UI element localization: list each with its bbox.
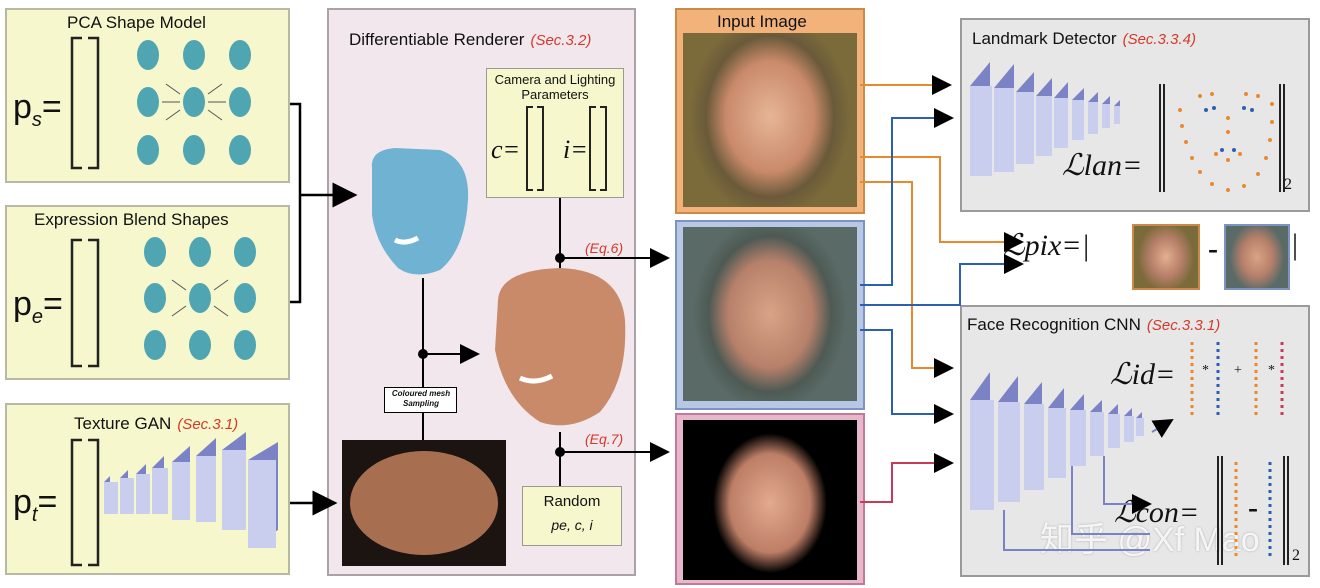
face-rec-output-arrows (1003, 418, 1174, 551)
id-dot-2: * (1268, 363, 1275, 378)
id-dot-1: * (1202, 363, 1209, 378)
expression-title: Expression Blend Shapes (34, 210, 229, 229)
input-image-title: Input Image (717, 12, 807, 31)
input-face-image (683, 33, 857, 207)
expression-symbol: pe= (13, 285, 63, 328)
eq7-label: (Eq.7) (585, 431, 624, 447)
pixel-loss-minus: - (1208, 232, 1218, 265)
pixel-loss-end: | (1292, 228, 1299, 261)
uv-texture-map (342, 440, 506, 566)
textured-head (495, 268, 626, 426)
landmark-loss: ℒlan= (1062, 149, 1143, 182)
pca-spokes (162, 83, 226, 121)
pixel-loss-input-thumb (1132, 224, 1200, 290)
expression-vector (70, 238, 100, 368)
expression-spokes (171, 279, 229, 317)
eq6-label: (Eq.6) (585, 240, 624, 256)
coloured-mesh-sampling-box: Coloured mesh Sampling (384, 387, 457, 413)
face-recognition-panel: Face Recognition CNN(Sec.3.3.1) ℒid= ℒco… (960, 305, 1310, 577)
content-norm (1217, 456, 1289, 565)
rendered-overlay-image (683, 227, 857, 401)
camera-i-label: i= (563, 135, 588, 164)
landmark-norm-bars (1159, 84, 1285, 192)
face-recognition-title: Face Recognition CNN(Sec.3.3.1) (967, 315, 1221, 334)
con-norm-sub: 2 (1292, 547, 1300, 564)
sampling-label: Coloured mesh Sampling (391, 389, 451, 408)
pca-vector (70, 36, 100, 170)
pca-symbol: ps= (13, 88, 62, 131)
texture-gan-symbol: pt= (13, 483, 58, 526)
camera-c-label: c= (491, 135, 521, 164)
pca-title: PCA Shape Model (67, 13, 206, 32)
pca-head-grid (137, 40, 251, 165)
shape-merge-arrows (290, 102, 358, 516)
landmark-points (1178, 92, 1274, 192)
landmark-points-blue (1204, 106, 1254, 152)
shape-mesh-head (371, 148, 469, 275)
identity-feature-vectors (1190, 342, 1284, 416)
pixel-loss-render-thumb (1224, 224, 1290, 290)
id-plus: + (1234, 363, 1242, 378)
identity-loss: ℒid= (1110, 358, 1176, 391)
texture-gan-title: Texture GAN(Sec.3.1) (74, 414, 239, 433)
random-box: Random pe, c, i (522, 486, 622, 546)
random-params: pe, c, i (551, 517, 593, 533)
generator-network (104, 432, 278, 548)
gan-vector (70, 438, 100, 567)
renderer-title: Differentiable Renderer(Sec.3.2) (349, 30, 592, 49)
landmark-title: Landmark Detector(Sec.3.3.4) (972, 29, 1196, 48)
landmark-detector-network (970, 62, 1120, 176)
camera-lighting-title: Camera and Lighting Parameters (494, 72, 616, 102)
blue-connections (860, 108, 1024, 424)
red-connections (860, 453, 954, 503)
content-feature-vectors (1234, 462, 1272, 556)
face-recognition-network (970, 372, 1144, 510)
random-render-image (683, 420, 857, 580)
expression-head-grid (144, 237, 256, 360)
orange-connections (860, 75, 1024, 378)
camera-lighting-box: Camera and Lighting Parameters c= i= (486, 68, 624, 198)
watermark: 知乎 @Xf Mao (1040, 521, 1260, 559)
random-title: Random (543, 493, 601, 510)
renderer-connections (422, 198, 670, 486)
content-loss: ℒcon= (1114, 496, 1200, 529)
con-minus: - (1248, 491, 1258, 524)
landmark-norm-sub: 2 (1284, 176, 1292, 193)
camera-vectors (526, 106, 607, 191)
